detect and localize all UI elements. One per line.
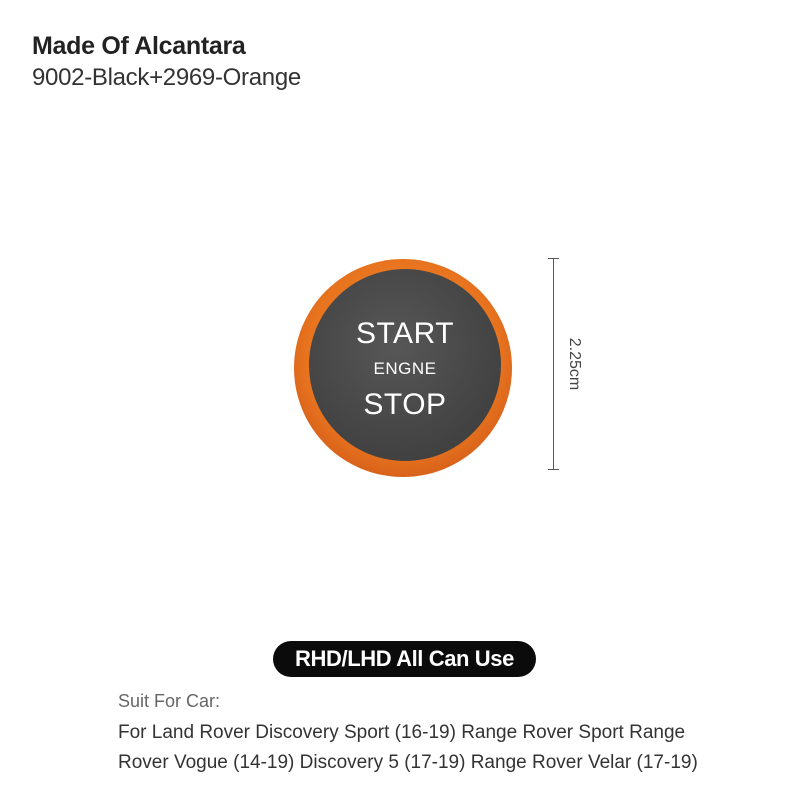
page-title: Made Of Alcantara [32,32,246,60]
compatibility-text: For Land Rover Discovery Sport (16-19) R… [118,718,758,778]
stop-text: STOP [363,388,446,421]
engine-text: ENGNE [374,359,437,378]
start-stop-button-cover: START ENGNE STOP [294,259,512,477]
suit-for-car-heading: Suit For Car: [118,691,221,711]
black-center [309,269,501,461]
start-text: START [356,317,454,350]
dimension-line [553,258,554,470]
color-subtitle: 9002-Black+2969-Orange [32,64,301,91]
compatibility-line: For Land Rover Discovery Sport (16-19) R… [118,722,686,743]
compatibility-line: Rover Vogue (14-19) Discovery 5 (17-19) … [118,752,698,773]
dimension-cap-bottom [548,469,559,470]
start-stop-cover-image: START ENGNE STOP [294,259,512,477]
dimension-label: 2.25cm [566,337,583,391]
rhd-lhd-badge: RHD/LHD All Can Use [273,641,536,677]
